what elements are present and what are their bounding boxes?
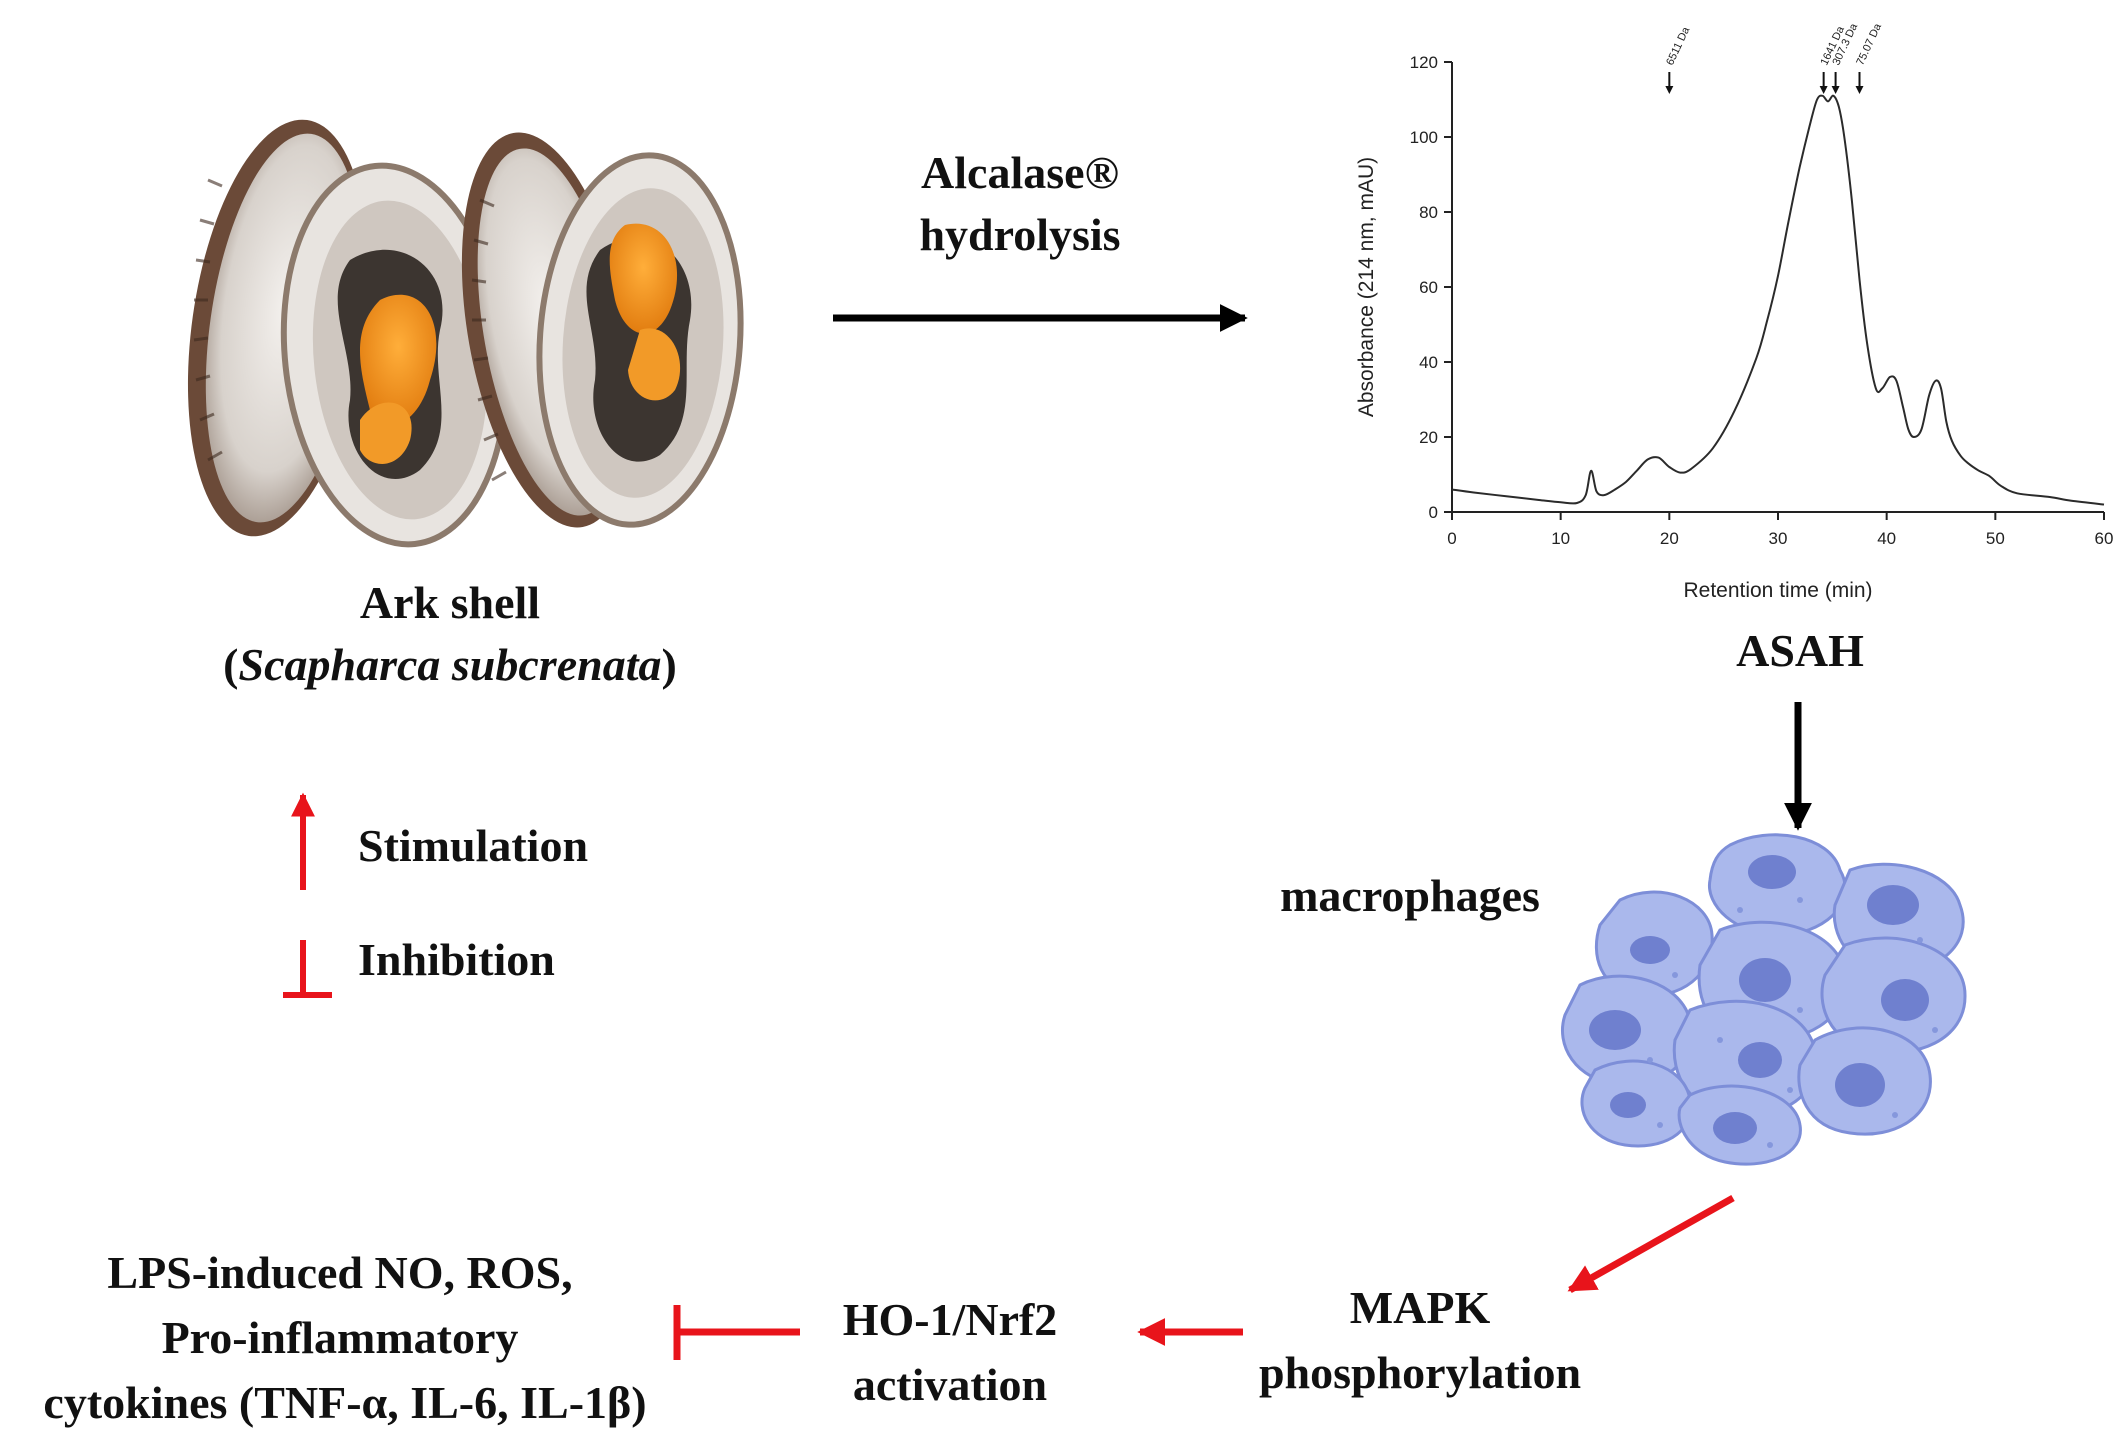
source-name: Ark shell [359,577,541,628]
mw-marker-arrowhead [1819,86,1828,94]
mw-marker-label: 6511 Da [1664,24,1692,67]
x-tick-label: 10 [1551,529,1570,548]
mapk-label-line2: phosphorylation [1258,1347,1582,1398]
y-ticks: 0 20 40 60 80 100 120 [1410,53,1452,522]
legend-stimulation-label: Stimulation [358,820,589,871]
y-tick-label: 80 [1419,203,1438,222]
x-ticks: 0 10 20 30 40 50 60 [1447,512,2113,548]
x-axis-label: Retention time (min) [1683,579,1872,602]
process-label-line2: hydrolysis [919,209,1121,260]
macrophages-label: macrophages [1280,870,1540,921]
y-tick-label: 20 [1419,428,1438,447]
mapk-label-line1: MAPK [1349,1282,1491,1333]
species-paren-close: ) [661,639,677,690]
x-tick-label: 50 [1986,529,2005,548]
x-tick-label: 40 [1877,529,1896,548]
macrophage-to-mapk-arrow [1567,1194,1735,1294]
x-tick-label: 20 [1660,529,1679,548]
outcome-label-line1: LPS-induced NO, ROS, [107,1247,573,1298]
macrophage-cluster-image [1560,833,1967,1166]
nrf2-label-line1: HO-1/Nrf2 [842,1294,1058,1345]
nrf2-label-line2: activation [852,1359,1048,1410]
absorbance-trace [1451,94,2105,506]
y-tick-label: 60 [1419,278,1438,297]
ark-shell-image [187,119,744,548]
x-tick-label: 0 [1447,529,1456,548]
y-tick-label: 100 [1410,128,1438,147]
species-paren-open: ( [223,639,239,690]
source-species: (Scapharca subcrenata) [160,637,740,692]
outcome-label-line3: cytokines (TNF-α, IL-6, IL-1β) [43,1377,647,1428]
product-label: ASAH [1736,625,1864,676]
y-tick-label: 40 [1419,353,1438,372]
process-label-line1: Alcalase® [921,147,1119,198]
legend-inhibition-label: Inhibition [358,934,555,985]
nrf2-inhibits-outcome-symbol [673,1305,800,1360]
mw-marker-arrowhead [1665,86,1674,94]
x-tick-label: 60 [2095,529,2114,548]
mw-marker-arrowhead [1831,86,1840,94]
inhibition-symbol-icon [283,940,332,998]
outcome-label-line2: Pro-inflammatory [161,1312,519,1363]
mw-marker-arrowhead [1855,86,1864,94]
y-tick-label: 120 [1410,53,1438,72]
x-tick-label: 30 [1769,529,1788,548]
y-axis-label: Absorbance (214 nm, mAU) [1355,157,1378,417]
y-tick-label: 0 [1429,503,1438,522]
species-name: Scapharca subcrenata [238,639,662,690]
